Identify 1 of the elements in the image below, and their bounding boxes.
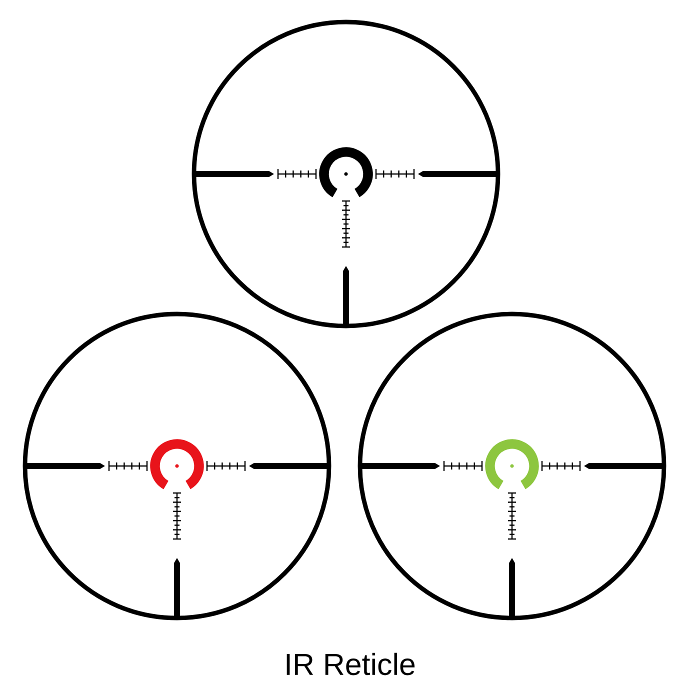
caption: IR Reticle <box>286 652 415 676</box>
